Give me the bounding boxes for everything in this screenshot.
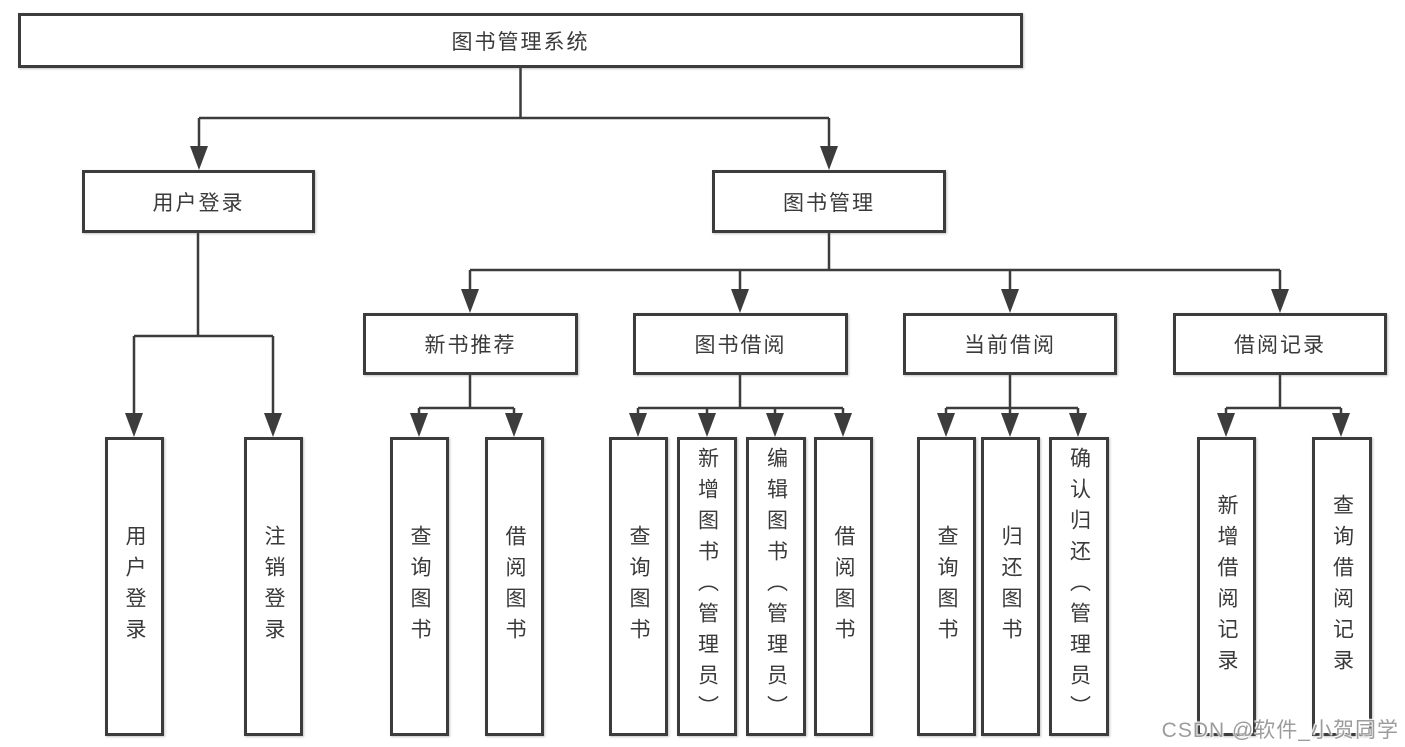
node-label: 用户登录 bbox=[152, 191, 245, 215]
node-borrow-records: 借阅记录 bbox=[1173, 313, 1387, 375]
node-book-management: 图书管理 bbox=[712, 170, 946, 233]
arrowheads bbox=[125, 146, 1350, 437]
leaf-query-books-recommend: 查询图书 bbox=[390, 437, 449, 736]
leaf-confirm-return-admin: 确认归还（管理员） bbox=[1049, 437, 1109, 736]
leaf-query-books-borrow: 查询图书 bbox=[609, 437, 668, 736]
leaf-add-book-admin: 新增图书（管理员） bbox=[677, 437, 737, 736]
node-label: 当前借阅 bbox=[964, 334, 1056, 357]
node-label: 查询图书 bbox=[408, 524, 431, 649]
node-label: 注销登录 bbox=[262, 524, 285, 649]
node-label: 图书借阅 bbox=[694, 334, 787, 357]
node-label: 图书管理 bbox=[783, 191, 875, 215]
node-current-borrow: 当前借阅 bbox=[903, 313, 1117, 375]
node-label: 查询图书 bbox=[627, 524, 650, 649]
leaf-add-borrow-record: 新增借阅记录 bbox=[1197, 437, 1256, 736]
watermark: CSDN @软件_小贺同学 bbox=[1161, 719, 1399, 742]
node-book-borrow: 图书借阅 bbox=[633, 313, 848, 375]
leaf-logout: 注销登录 bbox=[244, 437, 303, 736]
leaf-borrow-books-recommend: 借阅图书 bbox=[485, 437, 544, 736]
node-label: 借阅图书 bbox=[503, 524, 526, 649]
node-new-book-recommend: 新书推荐 bbox=[363, 313, 578, 375]
node-label: 编辑图书（管理员） bbox=[764, 447, 788, 726]
node-label: 借阅图书 bbox=[832, 524, 855, 649]
leaf-query-books-current: 查询图书 bbox=[917, 437, 976, 736]
node-label: 归还图书 bbox=[999, 524, 1022, 649]
node-label: 查询图书 bbox=[935, 524, 958, 649]
node-label: 用户登录 bbox=[123, 524, 146, 649]
node-user-login: 用户登录 bbox=[82, 170, 315, 233]
node-root: 图书管理系统 bbox=[18, 13, 1023, 68]
node-label: 图书管理系统 bbox=[451, 30, 590, 54]
leaf-query-borrow-record: 查询借阅记录 bbox=[1312, 437, 1372, 736]
node-label: 确认归还（管理员） bbox=[1067, 447, 1091, 726]
node-label: 新增借阅记录 bbox=[1215, 493, 1238, 680]
leaf-edit-book-admin: 编辑图书（管理员） bbox=[746, 437, 806, 736]
node-label: 查询借阅记录 bbox=[1330, 493, 1354, 680]
leaf-return-book: 归还图书 bbox=[981, 437, 1040, 736]
node-label: 新增图书（管理员） bbox=[695, 447, 719, 726]
leaf-user-login: 用户登录 bbox=[105, 437, 164, 736]
node-label: 新书推荐 bbox=[424, 334, 517, 357]
node-label: 借阅记录 bbox=[1234, 334, 1326, 357]
leaf-borrow-books: 借阅图书 bbox=[814, 437, 873, 736]
